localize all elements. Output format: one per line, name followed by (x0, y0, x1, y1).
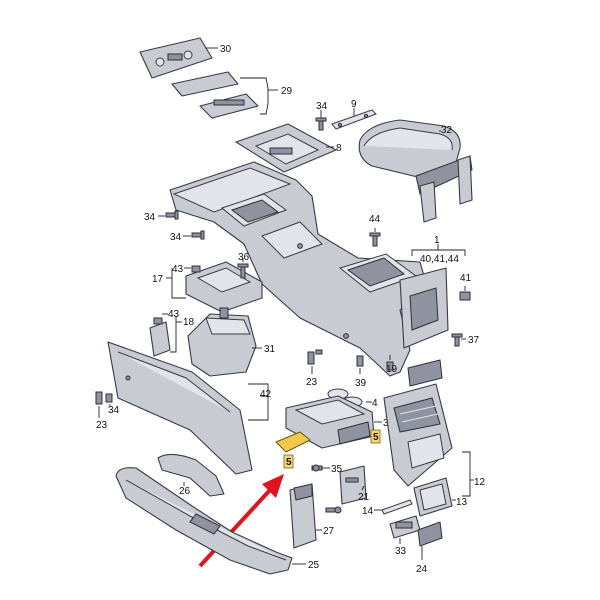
callout-5-right-box (370, 429, 381, 444)
callout-21: 21 (358, 492, 370, 503)
part-24-module (417, 521, 443, 547)
part-8-frame (235, 123, 337, 173)
part-35-screw (311, 464, 323, 472)
callout-44: 44 (369, 214, 381, 225)
callout-18: 18 (183, 317, 195, 328)
callout-27: 27 (323, 526, 335, 537)
callout-29: 29 (281, 86, 293, 97)
part-26-cover (157, 453, 225, 497)
callout-30: 30 (220, 44, 232, 55)
callout-34-left-a: 34 (144, 212, 156, 223)
callout-5-left-box (283, 454, 294, 469)
part-37-screw (451, 333, 463, 347)
part-18-bracket (149, 317, 171, 357)
part-25-lower-trim (115, 467, 293, 575)
callout-24: 24 (416, 564, 428, 575)
callout-23-center: 23 (306, 377, 318, 388)
part-14-strip (381, 499, 413, 515)
callout-31: 31 (264, 344, 276, 355)
part-29-trays (171, 71, 259, 119)
callout-32: 32 (441, 125, 453, 136)
callout-42: 42 (260, 389, 272, 400)
callout-14: 14 (362, 506, 374, 517)
callout-26: 26 (179, 486, 191, 497)
callout-34-lower: 34 (108, 405, 120, 416)
part-screw-lower (325, 506, 342, 514)
callout-3: 3 (383, 418, 389, 429)
part-42-side-panel (107, 341, 253, 475)
callout-8: 8 (336, 143, 342, 154)
part-13-frame (413, 477, 453, 517)
callout-5-left: 5 (286, 457, 292, 468)
callout-1: 1 (434, 235, 440, 246)
callout-25: 25 (308, 560, 320, 571)
callout-5-right: 5 (373, 432, 379, 443)
part-34-screw-left-a (165, 210, 179, 220)
callout-36: 36 (238, 252, 250, 263)
part-19-clip (386, 361, 394, 371)
callout-34-left-b: 34 (170, 232, 182, 243)
part-9-trim-strip (331, 109, 377, 130)
part-36-bolt (237, 263, 249, 279)
callout-23-lower: 23 (96, 420, 108, 431)
callout-17: 17 (152, 274, 164, 285)
callout-33: 33 (395, 546, 407, 557)
part-34-23-clips-left (95, 391, 113, 405)
part-30-control-panel (139, 37, 213, 79)
callout-43-b: 43 (168, 309, 180, 320)
callout-13: 13 (456, 497, 468, 508)
part-17-bracket (185, 261, 263, 313)
part-21-bracket (339, 465, 367, 505)
callout-12: 12 (474, 477, 486, 488)
callout-35: 35 (331, 464, 343, 475)
callout-37: 37 (468, 335, 480, 346)
part-44-screw (369, 232, 381, 247)
callout-9: 9 (351, 99, 357, 110)
callout-34-top: 34 (316, 101, 328, 112)
part-4-cupholder (285, 388, 375, 449)
callout-19: 19 (386, 364, 398, 375)
callout-4: 4 (372, 398, 378, 409)
part-27-bracket (289, 483, 317, 549)
part-32-armrest (358, 119, 473, 223)
part-1-console-body (169, 161, 449, 377)
part-rear-vent-panel (383, 359, 453, 487)
part-39-clip (356, 355, 364, 367)
part-33-switch (389, 515, 421, 539)
part-41-clip (459, 291, 471, 301)
callout-39: 39 (355, 378, 367, 389)
callout-41: 41 (460, 273, 472, 284)
part-34-screw-left-b (191, 230, 205, 240)
callout-43-a: 43 (172, 264, 184, 275)
part-5-highlighted-insert (275, 431, 311, 453)
part-34-screw-top (315, 117, 327, 131)
part-23-clip-center (307, 349, 323, 365)
callout-40-41-44: 40,41,44 (420, 254, 459, 265)
part-31-shift-housing (187, 307, 257, 377)
red-arrow-icon (198, 474, 284, 568)
